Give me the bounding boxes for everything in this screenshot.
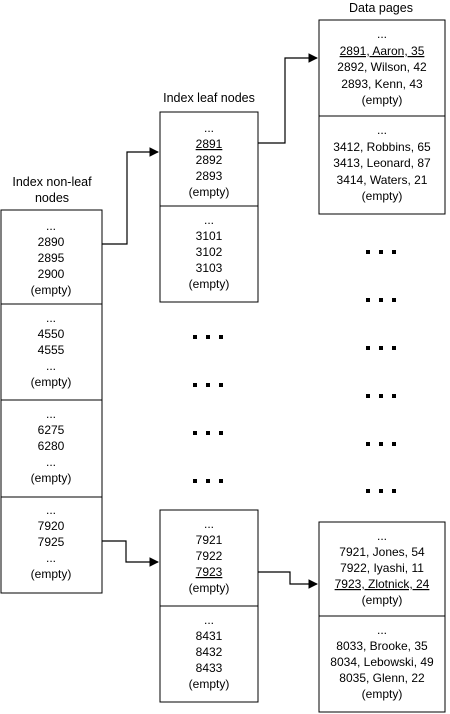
node-line: 2900 (38, 267, 65, 281)
record-line: 3413, Leonard, 87 (333, 156, 431, 170)
leaf-column-top: ... 2891 2892 2893 (empty) ... 3101 3102… (159, 111, 259, 303)
record-line: 8035, Glenn, 22 (339, 671, 425, 685)
data-pages-bottom: ... 7921, Jones, 54 7922, Iyashi, 11 792… (318, 521, 446, 713)
ellipsis-marker (366, 346, 396, 350)
record-line: (empty) (362, 93, 403, 107)
ellipsis-marker (193, 335, 223, 339)
nonleaf-node-1 (0, 209, 103, 305)
record-line: 3414, Waters, 21 (337, 173, 428, 187)
arrow-leaf-to-data-top (258, 53, 318, 144)
node-line: ... (204, 213, 214, 227)
node-line: ... (46, 551, 56, 565)
node-line: (empty) (31, 283, 72, 297)
leaf-node-2 (159, 205, 259, 303)
node-line: ... (46, 455, 56, 469)
node-line: 8432 (196, 645, 223, 659)
node-line: 7922 (196, 549, 223, 563)
node-line: (empty) (31, 471, 72, 485)
arrow-nonleaf-to-leaf-top (102, 147, 159, 245)
ellipsis-marker (366, 442, 396, 446)
ellipsis-marker (366, 250, 396, 254)
nonleaf-column: ... 2890 2895 2900 (empty) ... 4550 4555… (0, 209, 103, 594)
node-line: (empty) (189, 581, 230, 595)
node-line: ... (46, 407, 56, 421)
node-line: 8433 (196, 661, 223, 675)
record-line: 7922, Iyashi, 11 (340, 561, 424, 575)
node-line: (empty) (189, 677, 230, 691)
node-line: 2892 (196, 153, 223, 167)
node-line: 4555 (38, 343, 65, 357)
node-line: 4550 (38, 327, 65, 341)
data-page-4 (318, 615, 446, 713)
node-line: (empty) (189, 185, 230, 199)
record-line: (empty) (362, 189, 403, 203)
nonleaf-label-line1: Index non-leaf (12, 175, 92, 189)
arrow-leaf-to-data-bottom (258, 571, 318, 589)
ellipsis-marker (366, 489, 396, 493)
node-line: ... (204, 517, 214, 531)
node-line-highlighted: 2891 (196, 137, 223, 151)
node-line: 2890 (38, 235, 65, 249)
ellipsis-marker (193, 383, 223, 387)
nonleaf-node-2 (0, 303, 103, 401)
data-page-2 (318, 115, 446, 215)
record-line: ... (377, 623, 387, 637)
leaf-gap-ellipsis (193, 335, 223, 483)
record-line: 8034, Lebowski, 49 (330, 655, 434, 669)
node-line: 3101 (196, 229, 223, 243)
data-gap-ellipsis (366, 250, 396, 493)
ellipsis-marker (193, 479, 223, 483)
data-pages-top: ... 2891, Aaron, 35 2892, Wilson, 42 289… (318, 19, 446, 215)
node-line: 2893 (196, 169, 223, 183)
leaf-nodes-label: Index leaf nodes (163, 91, 255, 105)
node-line: 8431 (196, 629, 223, 643)
node-line: ... (46, 359, 56, 373)
leaf-node-4 (159, 605, 259, 703)
node-line: (empty) (189, 277, 230, 291)
record-line: ... (377, 27, 387, 41)
data-page-3 (318, 521, 446, 617)
data-pages-label: Data pages (349, 1, 413, 15)
leaf-node-1 (159, 111, 259, 207)
node-line: ... (46, 503, 56, 517)
node-line: 3102 (196, 245, 223, 259)
record-line: 8033, Brooke, 35 (336, 639, 428, 653)
node-line: ... (204, 613, 214, 627)
node-line: 2895 (38, 251, 65, 265)
leaf-column-bottom: ... 7921 7922 7923 (empty) ... 8431 8432… (159, 509, 259, 703)
record-line-highlighted: 2891, Aaron, 35 (340, 44, 425, 58)
ellipsis-marker (193, 431, 223, 435)
record-line: 7921, Jones, 54 (339, 545, 425, 559)
node-line: 7920 (38, 519, 65, 533)
node-line: ... (204, 121, 214, 135)
record-line: 2892, Wilson, 42 (337, 60, 427, 74)
node-line: (empty) (31, 567, 72, 581)
arrow-nonleaf-to-leaf-bottom (102, 540, 159, 567)
ellipsis-marker (366, 298, 396, 302)
node-line: (empty) (31, 375, 72, 389)
record-line-highlighted: 7923, Zlotnick, 24 (335, 577, 430, 591)
nonleaf-node-4 (0, 496, 103, 594)
nonleaf-label-line2: nodes (35, 191, 69, 205)
node-line: 6280 (38, 439, 65, 453)
node-line: 3103 (196, 261, 223, 275)
record-line: (empty) (362, 593, 403, 607)
record-line: (empty) (362, 687, 403, 701)
record-line: ... (377, 529, 387, 543)
record-line: ... (377, 123, 387, 137)
node-line: 7921 (196, 533, 223, 547)
ellipsis-marker (366, 394, 396, 398)
node-line: ... (46, 311, 56, 325)
node-line: 7925 (38, 535, 65, 549)
nonleaf-node-3 (0, 399, 103, 498)
record-line: 3412, Robbins, 65 (333, 140, 431, 154)
node-line: ... (46, 219, 56, 233)
record-line: 2893, Kenn, 43 (341, 77, 423, 91)
node-line: 6275 (38, 423, 65, 437)
node-line-highlighted: 7923 (196, 565, 223, 579)
